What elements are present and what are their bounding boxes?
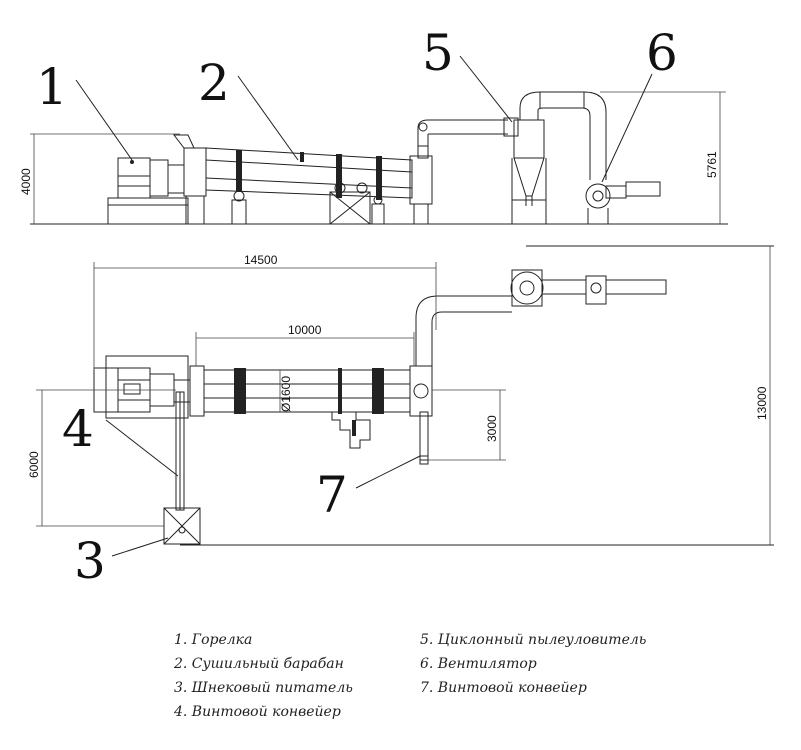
legend-item-4: 4. Винтовой конвейер: [174, 704, 341, 720]
side-view: 4000 5761: [19, 55, 728, 225]
dim-conveyor-offset: 3000: [428, 389, 506, 461]
dim-label-1600: Ø1600: [279, 376, 293, 412]
callout-5: 5: [422, 24, 454, 82]
drive-unit-plan: [331, 411, 371, 449]
leader-2: [237, 75, 299, 161]
duct-to-cyclone-side: [417, 119, 508, 146]
callout-1: 1: [36, 58, 68, 116]
burner-side: [107, 157, 189, 225]
leader-4: [105, 419, 179, 477]
legend-right: 5. Циклонный пылеуловитель 6. Вентилятор…: [420, 632, 646, 704]
legend-item-6: 6. Вентилятор: [420, 656, 537, 672]
dryer-drum-plan: [189, 365, 433, 417]
leader-6: [601, 73, 653, 183]
dim-label-3000: 3000: [485, 415, 499, 442]
conveyor-4-plan: [163, 391, 201, 545]
callout-3: 3: [74, 532, 106, 590]
duct-fan-plan: [415, 269, 667, 366]
callout-4: 4: [62, 400, 94, 458]
dim-length-total: 14500: [93, 253, 437, 370]
dim-diameter-drum: Ø1600: [279, 370, 293, 412]
leader-5: [459, 55, 513, 123]
legend-left: 1. Горелка 2. Сушильный барабан 3. Шнеко…: [174, 632, 353, 728]
dim-height-fan: 5761: [600, 91, 726, 224]
dim-label-6000: 6000: [27, 451, 41, 478]
inlet-box-side: [172, 134, 207, 224]
plan-view: 14500 10000 Ø1600 3000 6000: [27, 245, 774, 557]
legend-item-1: 1. Горелка: [174, 632, 253, 648]
dim-label-10000: 10000: [288, 323, 322, 337]
dryer-drum-side: [205, 147, 413, 200]
leader-3: [111, 537, 169, 557]
callout-6: 6: [646, 24, 678, 82]
dim-label-5761: 5761: [705, 151, 719, 178]
leader-1: [75, 79, 133, 161]
dim-label-4000: 4000: [19, 168, 33, 195]
conveyor-7-plan: [419, 411, 429, 465]
cyclone-side: [503, 117, 547, 224]
dim-width-total: 13000: [755, 246, 771, 545]
drum-supports-side: [231, 182, 385, 225]
dim-width-left: 6000: [27, 389, 176, 527]
leader-7: [355, 455, 421, 489]
fan-duct-side: [519, 91, 661, 224]
discharge-box-side: [409, 145, 433, 224]
dim-height-total: 4000: [19, 133, 180, 224]
legend-item-2: 2. Сушильный барабан: [174, 656, 344, 672]
dim-label-14500: 14500: [244, 253, 278, 267]
dim-length-drum: 10000: [195, 323, 415, 366]
legend-item-3: 3. Шнековый питатель: [174, 680, 353, 696]
legend-item-5: 5. Циклонный пылеуловитель: [420, 632, 647, 648]
callout-2: 2: [198, 54, 230, 112]
legend-item-7: 7. Винтовой конвейер: [420, 680, 587, 696]
callout-7: 7: [316, 466, 348, 524]
dim-label-13000: 13000: [755, 386, 769, 420]
